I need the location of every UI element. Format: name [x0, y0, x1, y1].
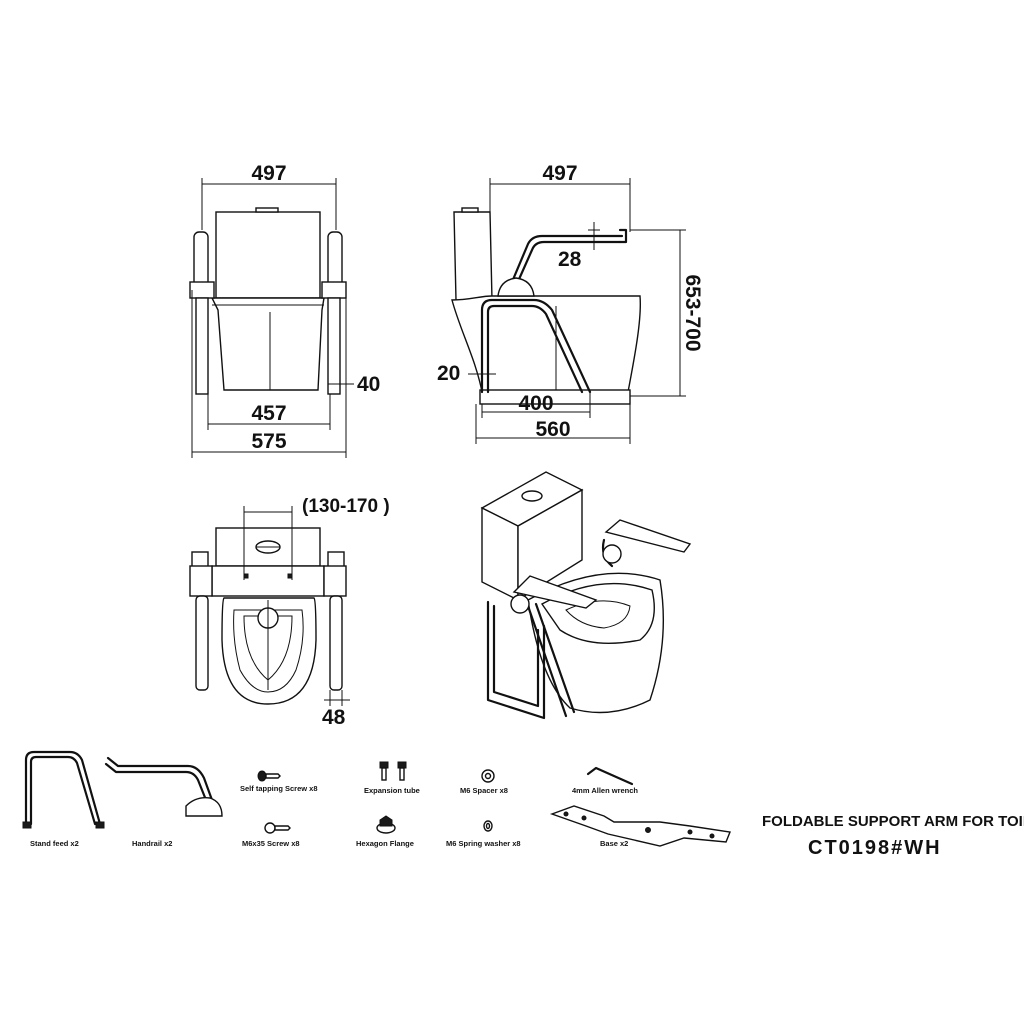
part-allen-wrench: 4mm Allen wrench	[572, 766, 638, 795]
dim-side-arm: 28	[558, 248, 582, 271]
label-stand-feed: Stand feed x2	[30, 839, 79, 848]
right-leg	[327, 297, 341, 395]
part-handrail: Handrail x2	[104, 756, 223, 848]
label-base: Base x2	[600, 839, 628, 848]
bowl-side	[451, 295, 642, 393]
dim-side-height: 653-700	[681, 274, 704, 351]
label-m6-spacer: M6 Spacer x8	[460, 786, 508, 795]
stand-frame-iso	[486, 600, 546, 720]
dim-side-base: 20	[437, 362, 460, 385]
part-m6-spacer: M6 Spacer x8	[460, 769, 508, 795]
label-self-tapping-screw: Self tapping Screw x8	[240, 784, 318, 793]
dim-side-top: 497	[542, 162, 577, 185]
dim-side-total: 560	[535, 418, 570, 441]
dim-top-adjust: (130-170 )	[302, 496, 390, 517]
label-handrail: Handrail x2	[132, 839, 172, 848]
bowl-front	[210, 297, 325, 391]
side-view: 497 28 653-700 20 400 560	[437, 162, 704, 444]
dim-top-arm: 48	[322, 706, 346, 729]
isometric-view	[480, 471, 692, 720]
parts-list: Stand feed x2 Handrail x2 Self tapping S…	[22, 750, 731, 848]
part-base: Base x2	[549, 805, 731, 848]
front-view: 497 457 575 40	[189, 162, 380, 458]
part-expansion-tube: Expansion tube	[364, 761, 420, 795]
product-code: CT0198#WH	[808, 837, 942, 859]
label-expansion-tube: Expansion tube	[364, 786, 420, 795]
left-leg	[195, 297, 209, 395]
right-arm-top	[329, 595, 343, 691]
tank-side	[453, 211, 493, 303]
product-name: FOLDABLE SUPPORT ARM FOR TOILE	[762, 813, 1024, 830]
part-hexagon-flange: Hexagon Flange	[356, 815, 414, 848]
part-stand-feed: Stand feed x2	[22, 750, 105, 848]
handrail-iso-far	[604, 519, 692, 553]
dim-front-outer: 575	[251, 430, 286, 453]
dim-front-inner: 457	[251, 402, 286, 425]
title-block: FOLDABLE SUPPORT ARM FOR TOILE CT0198#WH	[762, 813, 1024, 859]
part-m6-spring-washer: M6 Spring washer x8	[446, 820, 521, 848]
dim-front-top: 497	[251, 162, 286, 185]
label-allen-wrench: 4mm Allen wrench	[572, 786, 638, 795]
handrail-side	[510, 234, 624, 284]
top-view: (130-170 ) 48	[189, 496, 390, 729]
tank-front	[215, 211, 321, 299]
dim-front-leg: 40	[357, 373, 380, 396]
part-m6x35-screw: M6x35 Screw x8	[242, 822, 300, 848]
dim-side-stand: 400	[518, 392, 553, 415]
stand-frame-side	[480, 298, 592, 394]
part-self-tapping-screw: Self tapping Screw x8	[240, 770, 318, 793]
handrail-iso-near	[512, 575, 598, 609]
label-m6x35-screw: M6x35 Screw x8	[242, 839, 300, 848]
label-m6-spring-washer: M6 Spring washer x8	[446, 839, 521, 848]
left-arm-top	[195, 595, 209, 691]
label-hexagon-flange: Hexagon Flange	[356, 839, 414, 848]
